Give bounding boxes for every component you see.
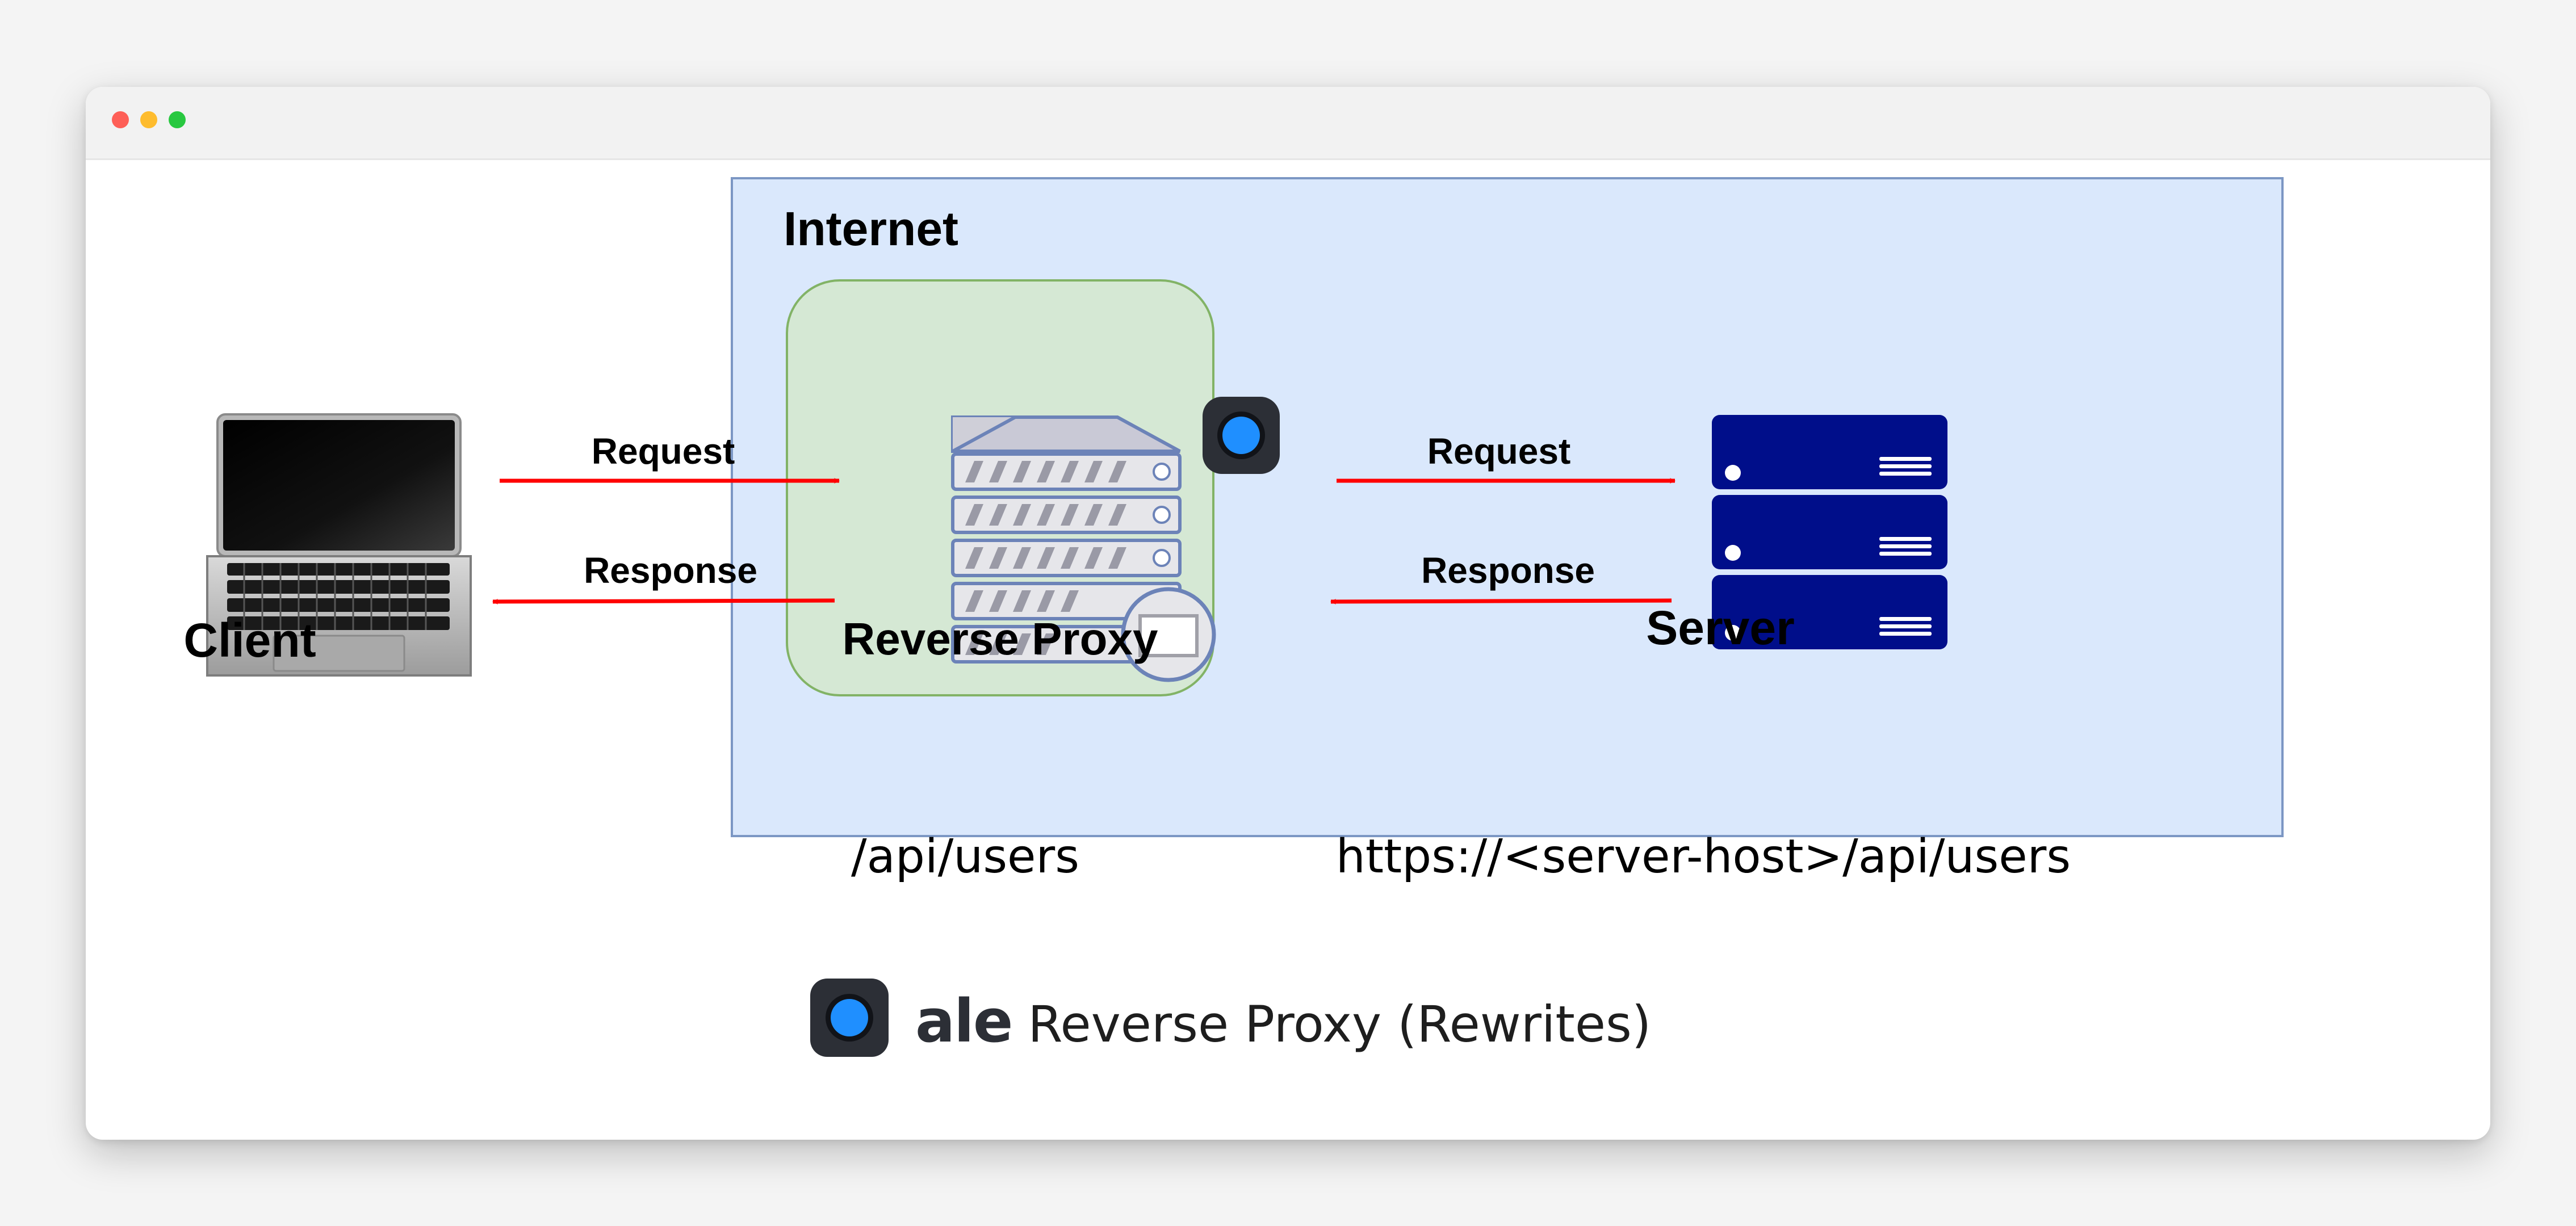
footer-title: ale Reverse Proxy (Rewrites) [915, 986, 1651, 1056]
server-rack-icon [1712, 415, 1947, 649]
footer-title-text: Reverse Proxy (Rewrites) [1028, 995, 1652, 1053]
footer-ale-logo-icon [810, 979, 889, 1057]
laptop-icon [206, 413, 472, 677]
request-label-client-to-proxy: Request [591, 431, 735, 472]
proxy-server-icon [951, 415, 1216, 682]
footer-brand: ale [915, 986, 1013, 1056]
window-titlebar [86, 87, 2490, 160]
close-window-button[interactable] [112, 111, 129, 128]
response-label-server-to-proxy: Response [1421, 550, 1595, 591]
response-arrow-proxy-to-client [492, 598, 835, 604]
proxy-path-label: /api/users [851, 830, 1079, 884]
internet-label: Internet [784, 202, 959, 255]
server-label: Server [1646, 601, 1795, 654]
response-label-proxy-to-client: Response [584, 550, 757, 591]
server-url-label: https://<server-host>/api/users [1335, 830, 2071, 884]
ale-logo-icon [1203, 397, 1280, 474]
minimize-window-button[interactable] [140, 111, 157, 128]
reverse-proxy-label: Reverse Proxy [842, 614, 1158, 664]
response-arrow-server-to-proxy [1330, 598, 1672, 604]
client-label: Client [183, 614, 316, 667]
maximize-window-button[interactable] [169, 111, 186, 128]
request-label-proxy-to-server: Request [1427, 431, 1571, 472]
